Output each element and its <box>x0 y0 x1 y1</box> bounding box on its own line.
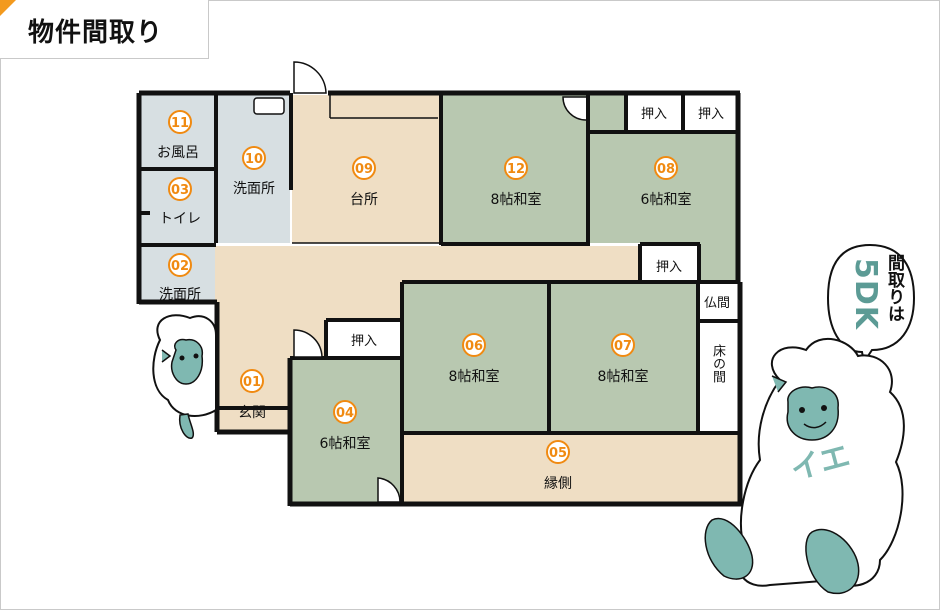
room-03-number: 03 <box>171 183 189 198</box>
room-01-name: 玄関 <box>238 404 266 421</box>
closet-3-floor <box>642 248 698 278</box>
room-11-name: お風呂 <box>157 145 199 161</box>
altar-label: 仏間 <box>704 296 730 311</box>
balloon-text: 間取りは <box>884 254 904 322</box>
room-04-number: 04 <box>336 406 354 421</box>
room-08-number: 08 <box>657 162 675 177</box>
room-04-label: 04 6帖和室 <box>320 400 371 452</box>
tatami-07-floor <box>551 284 697 432</box>
alcove-label: 床の間 <box>710 344 725 383</box>
room-11-number: 11 <box>171 116 189 131</box>
room-12-name: 8帖和室 <box>491 191 542 208</box>
hallway-floor <box>215 246 640 430</box>
room-05-name: 縁側 <box>544 476 572 492</box>
veranda-floor <box>404 434 738 502</box>
closet-2-label: 押入 <box>698 107 724 122</box>
balloon-big-text: 5DK <box>848 258 883 331</box>
room-02-name: 洗面所 <box>159 287 201 303</box>
room-07-label: 07 8帖和室 <box>598 333 649 385</box>
thin-lines <box>292 95 441 244</box>
room-12-number: 12 <box>507 162 525 177</box>
page-title: 物件間取り <box>28 18 164 48</box>
room-06-name: 8帖和室 <box>449 368 500 385</box>
closet-2-floor <box>684 95 738 130</box>
room-06-number: 06 <box>465 339 483 354</box>
room-11-label: 11 お風呂 <box>157 110 199 161</box>
tatami-04-floor <box>292 360 402 502</box>
room-08-label: 08 6帖和室 <box>641 156 692 208</box>
sink-fixture <box>253 97 285 115</box>
closet-4-floor <box>328 322 402 358</box>
tatami-06-floor <box>404 284 548 432</box>
room-06-label: 06 8帖和室 <box>449 333 500 385</box>
room-08-name: 6帖和室 <box>641 191 692 208</box>
room-10-label: 10 洗面所 <box>233 146 275 197</box>
room-05-number: 05 <box>549 446 567 461</box>
inner-walls <box>139 93 740 504</box>
room-02-label: 02 洗面所 <box>159 253 201 303</box>
corner-floor <box>590 95 626 130</box>
room-04-name: 6帖和室 <box>320 435 371 452</box>
altar-floor <box>699 284 737 320</box>
closet-1-floor <box>627 95 682 130</box>
alcove-label-box: 床の間 <box>710 344 725 383</box>
closet-1-label: 押入 <box>641 107 667 122</box>
right-mascot: イエ <box>704 338 905 595</box>
room-01-label: 01 玄関 <box>238 369 266 421</box>
room-10-name: 洗面所 <box>233 181 275 197</box>
room-03-name: トイレ <box>159 211 201 227</box>
room-07-name: 8帖和室 <box>598 368 649 385</box>
title-box: 物件間取り <box>0 0 209 59</box>
room-05-label: 05 縁側 <box>544 440 572 492</box>
left-mascot <box>152 314 217 439</box>
room-09-name: 台所 <box>350 192 378 208</box>
tatami-08-floor <box>590 134 738 280</box>
doors <box>293 61 587 503</box>
room-02-number: 02 <box>171 259 189 274</box>
room-10-number: 10 <box>245 152 263 167</box>
room-09-label: 09 台所 <box>350 156 378 208</box>
closet-3-label: 押入 <box>656 260 682 275</box>
title-corner-accent <box>0 0 16 16</box>
room-01-number: 01 <box>243 375 261 390</box>
room-12-label: 12 8帖和室 <box>491 156 542 208</box>
alcove-floor <box>699 322 737 432</box>
room-07-number: 07 <box>614 339 632 354</box>
walls <box>136 90 743 507</box>
room-09-number: 09 <box>355 162 373 177</box>
room-03-label: 03 トイレ <box>159 177 201 227</box>
closet-4-label: 押入 <box>351 334 377 349</box>
room-labels: 11 お風呂 10 洗面所 09 台所 12 8帖和室 08 6帖和室 03 ト… <box>157 107 730 492</box>
